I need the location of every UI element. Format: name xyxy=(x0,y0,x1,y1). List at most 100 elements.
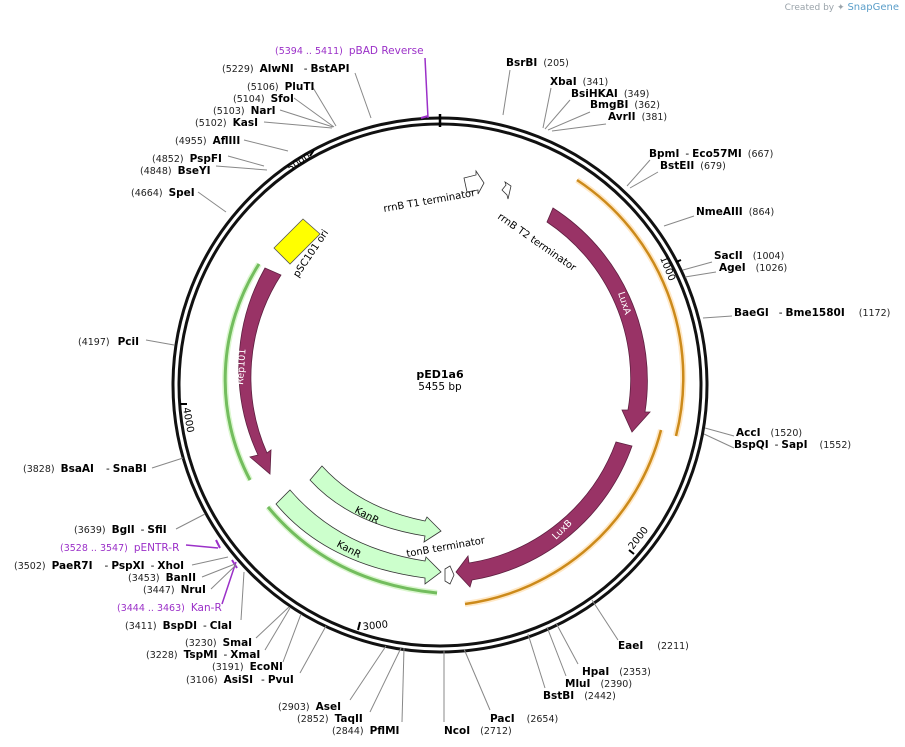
site-paci[interactable]: PacI(2654) xyxy=(490,713,558,725)
primer-pentr-r-name: pENTR-R xyxy=(134,542,180,554)
site-pluti[interactable]: (5106)PluTI xyxy=(247,81,314,93)
site-bsteii[interactable]: BstEII(679) xyxy=(660,160,726,172)
site-banii[interactable]: (3453)BanII xyxy=(128,572,196,584)
site-mlui-pos: (2390) xyxy=(600,679,632,690)
tonb-terminator-arrow[interactable] xyxy=(444,565,455,585)
site-nari[interactable]: (5103)NarI xyxy=(213,105,276,117)
site-hpai[interactable]: HpaI(2353) xyxy=(582,666,651,678)
site-bsaai-name2: SnaBI xyxy=(113,463,147,475)
site-asisi-name: AsiSI xyxy=(224,674,253,686)
site-pflmi[interactable]: (2844)PflMI xyxy=(332,725,399,737)
ruler-tick-1000 xyxy=(675,259,682,263)
site-mlui[interactable]: MluI(2390) xyxy=(565,678,632,690)
site-bpmi-name2: Eco57MI xyxy=(692,148,742,160)
leader-avrii xyxy=(551,123,607,132)
site-xbai[interactable]: XbaI(341) xyxy=(550,76,608,88)
site-asei-pos: (2903) xyxy=(278,702,310,713)
site-eaei-name: EaeI xyxy=(618,640,643,652)
site-econi[interactable]: (3191)EcoNI xyxy=(212,661,283,673)
site-baegi-pos: (1172) xyxy=(859,308,891,319)
site-sacii[interactable]: SacII(1004) xyxy=(714,250,784,262)
leader-kasi xyxy=(263,121,333,129)
leader-bsaai xyxy=(151,457,184,469)
site-bsaai-name: BsaAI xyxy=(61,463,94,475)
site-spei[interactable]: (4664)SpeI xyxy=(131,187,195,199)
site-nrui[interactable]: (3447)NruI xyxy=(143,584,206,596)
site-paer7i-pos: (3502) xyxy=(14,561,46,572)
credit-prefix: Created by xyxy=(784,3,835,13)
rrnb-t2-arrow[interactable] xyxy=(501,181,512,200)
site-eaei[interactable]: EaeI(2211) xyxy=(618,640,689,652)
site-kasi[interactable]: (5102)KasI xyxy=(195,117,258,129)
site-bseyi[interactable]: (4848)BseYI xyxy=(140,165,210,177)
site-bsrbi[interactable]: BsrBI(205) xyxy=(506,57,569,69)
site-bgli[interactable]: (3639)BglI-SfiI xyxy=(74,524,167,536)
site-econi-name: EcoNI xyxy=(250,661,283,673)
site-asei[interactable]: (2903)AseI xyxy=(278,701,341,713)
site-bsteii-pos: (679) xyxy=(700,161,726,172)
site-agei[interactable]: AgeI(1026) xyxy=(719,262,787,274)
site-afliii-pos: (4955) xyxy=(175,136,207,147)
leader-bspqi xyxy=(703,433,735,449)
site-paer7i[interactable]: (3502)PaeR7I-PspXI-XhoI xyxy=(14,560,184,572)
site-pluti-name: PluTI xyxy=(285,81,315,93)
credit-brand: SnapGene xyxy=(847,2,899,13)
leader-pspfi xyxy=(227,155,265,167)
leader-nari xyxy=(279,109,334,128)
site-smai[interactable]: (3230)SmaI xyxy=(185,637,252,649)
site-tspmi[interactable]: (3228)TspMI-XmaI xyxy=(146,649,260,661)
leader-pflmi xyxy=(401,647,405,723)
site-nmeaiii[interactable]: NmeAIII(864) xyxy=(696,206,774,218)
site-bspqi[interactable]: BspQI-SapI(1552) xyxy=(734,439,851,451)
rep101-arrow[interactable] xyxy=(238,267,282,475)
primer-pentr-r[interactable]: (3528 .. 3547)pENTR-R xyxy=(60,542,179,554)
site-bmgbi[interactable]: BmgBI(362) xyxy=(590,99,660,111)
plasmid-name: pED1a6 xyxy=(416,368,464,381)
site-asisi[interactable]: (3106)AsiSI-PvuI xyxy=(186,674,294,686)
site-paer7i-name2: PspXI xyxy=(111,560,144,572)
site-bmgbi-name: BmgBI xyxy=(590,99,628,111)
site-afliii[interactable]: (4955)AflIII xyxy=(175,135,240,147)
luxB-arrow[interactable] xyxy=(455,441,633,588)
site-bpmi[interactable]: BpmI-Eco57MI(667) xyxy=(649,148,773,160)
luxA-arrow[interactable] xyxy=(546,207,651,433)
site-bspdi[interactable]: (3411)BspDI-ClaI xyxy=(125,620,232,632)
primer-pbad-reverse[interactable]: (5394 .. 5411)pBAD Reverse xyxy=(275,45,424,57)
site-bsihkai[interactable]: BsiHKAI(349) xyxy=(571,88,649,100)
psc101-ori-block[interactable] xyxy=(273,218,321,265)
site-pcii[interactable]: (4197)PciI xyxy=(78,336,139,348)
snapgene-credit[interactable]: Created by ✦ SnapGene xyxy=(785,2,899,13)
primer-kan-r[interactable]: (3444 .. 3463)Kan-R xyxy=(117,602,222,614)
site-bstbi[interactable]: BstBI(2442) xyxy=(543,690,616,702)
site-agei-name: AgeI xyxy=(719,262,746,274)
site-baegi[interactable]: BaeGI-Bme1580I(1172) xyxy=(734,307,890,319)
site-avrii[interactable]: AvrII(381) xyxy=(608,111,667,123)
site-acci[interactable]: AccI(1520) xyxy=(736,427,802,439)
site-banii-pos: (3453) xyxy=(128,573,160,584)
site-pspfi[interactable]: (4852)PspFI xyxy=(152,153,222,165)
site-bsaai-sep: - xyxy=(106,463,110,475)
site-taqii[interactable]: (2852)TaqII xyxy=(297,713,363,725)
site-bgli-name2: SfiI xyxy=(147,524,166,536)
site-ncoi[interactable]: NcoI(2712) xyxy=(444,725,512,737)
site-sfoi[interactable]: (5104)SfoI xyxy=(233,93,294,105)
site-nmeaiii-name: NmeAIII xyxy=(696,206,743,218)
site-alwni[interactable]: (5229)AlwNI-BstAPI xyxy=(222,63,350,75)
rrnb-t1-arrow[interactable] xyxy=(463,169,485,195)
leader-baegi xyxy=(702,315,733,319)
site-bsaai[interactable]: (3828)BsaAI-SnaBI xyxy=(23,463,147,475)
site-bseyi-name: BseYI xyxy=(178,165,211,177)
orf-luxA-strand xyxy=(576,178,685,437)
leader-agei xyxy=(684,271,717,278)
site-alwni-sep: - xyxy=(304,63,308,75)
primer-pbad-reverse-mark xyxy=(420,115,429,119)
ruler-label-3000: 3000 xyxy=(362,619,388,633)
kanR-outer-arrow[interactable] xyxy=(275,489,442,585)
leader-bseyi xyxy=(215,165,268,171)
ruler-label-4000: 4000 xyxy=(180,407,195,434)
site-nari-name: NarI xyxy=(251,105,276,117)
site-paer7i-name3: XhoI xyxy=(157,560,184,572)
tonb-terminator-label: tonB terminator xyxy=(406,535,487,560)
site-pflmi-pos: (2844) xyxy=(332,726,364,737)
kanR-inner-arrow[interactable] xyxy=(309,465,442,543)
